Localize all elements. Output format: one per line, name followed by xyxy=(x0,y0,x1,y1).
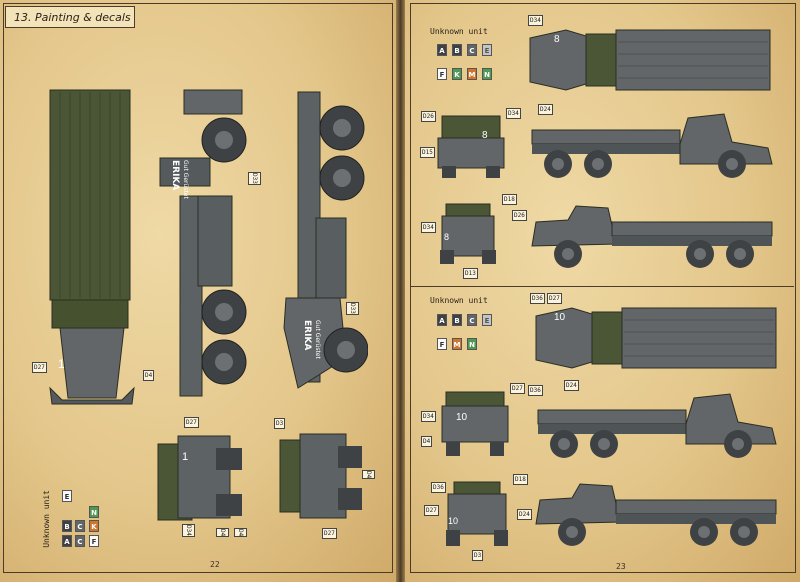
decal-callout: D33 xyxy=(346,302,359,315)
page-number-right: 23 xyxy=(616,562,626,571)
color-swatch-C: C xyxy=(467,44,477,56)
truck-rear-view-left: 1 xyxy=(157,435,242,521)
color-swatch-E: E xyxy=(482,44,492,56)
vehicle-number-top-unit2: 10 xyxy=(554,312,566,323)
decal-callout: D36 xyxy=(431,482,446,493)
color-swatch-M: M xyxy=(452,338,462,350)
decal-callout: D27 xyxy=(424,505,439,516)
unit-label-left: Unknown unit xyxy=(42,490,51,548)
decal-callout: D4 xyxy=(234,528,247,538)
decal-callout: D18 xyxy=(513,474,528,485)
decal-callout: D26 xyxy=(421,111,436,122)
color-swatch-B: B xyxy=(452,314,462,326)
decal-callout: D27 xyxy=(32,362,47,373)
truck-side-view-right xyxy=(283,91,368,389)
decal-callout: D15 xyxy=(420,147,435,158)
color-swatch-C2: C xyxy=(75,535,85,547)
decal-callout: D27 xyxy=(184,417,199,428)
unit-label-2: Unknown unit xyxy=(430,296,488,305)
decal-callout: D36 xyxy=(530,293,545,304)
color-swatch-E: E xyxy=(482,314,492,326)
decal-callout: D3 xyxy=(472,550,484,561)
vehicle-number-top: 1 xyxy=(58,357,65,371)
color-swatch-N: N xyxy=(467,338,477,350)
decal-callout: D34 xyxy=(421,411,436,422)
color-swatch-M: M xyxy=(467,68,477,80)
truck-side-view-unit2-b xyxy=(535,483,777,546)
truck-front-view-unit2: 10 xyxy=(441,391,509,456)
truck-rear-view-unit2: 10 xyxy=(446,481,508,546)
truck-side-view-unit1-b xyxy=(531,205,773,268)
decal-callout: D27 xyxy=(547,293,562,304)
book-spine xyxy=(396,0,405,582)
truck-slogan-left: ERIKA xyxy=(170,160,180,191)
section-title: 13. Painting & decals xyxy=(5,6,135,28)
truck-rear-view-unit1: 8 xyxy=(440,203,496,264)
decal-callout: D3 xyxy=(274,418,286,429)
decal-callout: D4 xyxy=(143,370,155,381)
color-swatch-F: F xyxy=(89,535,99,547)
decal-callout: D24 xyxy=(538,104,553,115)
section-divider xyxy=(410,286,794,287)
decal-callout: D18 xyxy=(502,194,517,205)
truck-top-view: 1 xyxy=(49,89,135,405)
color-swatch-K: K xyxy=(89,520,99,532)
color-swatch-N: N xyxy=(482,68,492,80)
decal-callout: D24 xyxy=(517,509,532,520)
color-swatch-N: N xyxy=(89,506,99,518)
truck-side-view-unit1 xyxy=(531,113,773,178)
truck-side-view-left xyxy=(159,89,247,397)
decal-callout: D4 xyxy=(421,436,433,447)
color-swatch-E: E xyxy=(62,490,72,502)
vehicle-number-front-unit2: 10 xyxy=(456,412,468,423)
color-swatch-A: A xyxy=(62,535,72,547)
color-swatch-C: C xyxy=(75,520,85,532)
decal-callout: D36 xyxy=(528,385,543,396)
truck-front-view-left xyxy=(279,433,362,519)
color-swatch-A: A xyxy=(437,314,447,326)
truck-front-view-unit1: 8 xyxy=(437,115,505,178)
color-swatch-B: B xyxy=(452,44,462,56)
decal-callout: D4 xyxy=(216,528,229,538)
decal-callout: D34 xyxy=(528,15,543,26)
decal-callout: D24 xyxy=(564,380,579,391)
decal-callout: D34 xyxy=(421,222,436,233)
color-swatch-C: C xyxy=(467,314,477,326)
truck-side-view-unit2 xyxy=(537,393,777,458)
decal-callout: D34 xyxy=(506,108,521,119)
truck-slogan-right: ERIKA xyxy=(302,320,312,351)
page-number-left: 22 xyxy=(210,560,220,569)
unit-label-1: Unknown unit xyxy=(430,27,488,36)
vehicle-number-rear-unit1: 8 xyxy=(444,232,449,242)
decal-callout: D26 xyxy=(512,210,527,221)
color-swatch-B: B xyxy=(62,520,72,532)
decal-callout: D34 xyxy=(182,524,195,537)
decal-callout: D13 xyxy=(463,268,478,279)
vehicle-number-front-unit1: 8 xyxy=(482,130,488,141)
color-swatch-A: A xyxy=(437,44,447,56)
decal-callout: D4 xyxy=(362,470,375,480)
vehicle-number-rear-unit2: 10 xyxy=(448,516,458,526)
decal-callout: D27 xyxy=(510,383,525,394)
truck-top-view-unit2: 10 xyxy=(535,307,777,369)
color-swatch-F: F xyxy=(437,338,447,350)
truck-top-view-unit1: 8 xyxy=(529,29,771,91)
vehicle-number-top-unit1: 8 xyxy=(554,34,560,45)
truck-slogan-left-sub: Gut Gerüstet xyxy=(182,160,189,199)
color-swatch-F: F xyxy=(437,68,447,80)
color-swatch-K: K xyxy=(452,68,462,80)
left-page-frame xyxy=(3,3,393,573)
truck-slogan-right-sub: Gut Gerüstet xyxy=(314,320,321,359)
right-page-frame xyxy=(410,3,796,573)
vehicle-number-rear: 1 xyxy=(182,451,188,463)
decal-callout: D33 xyxy=(248,172,261,185)
decal-callout: D27 xyxy=(322,528,337,539)
